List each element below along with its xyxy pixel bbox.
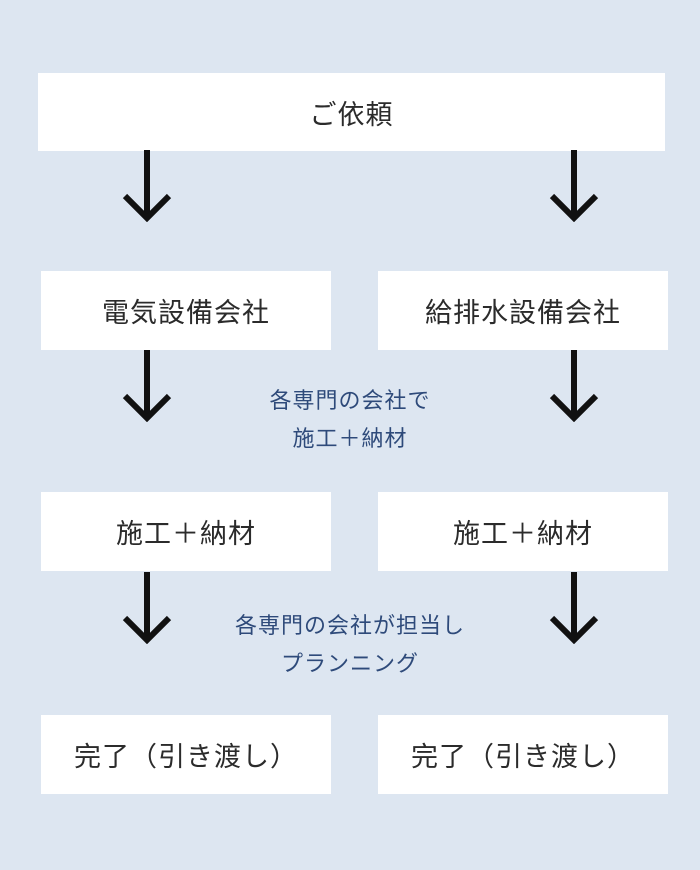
arrow-down-icon	[549, 350, 599, 422]
arrow-down-icon	[122, 150, 172, 222]
planning-note-line-1: 各専門の会社が担当し	[234, 614, 465, 639]
electrical-company-label: 電気設備会社	[102, 298, 270, 329]
planning-note: 各専門の会社が担当し プランニング	[200, 608, 500, 684]
plumbing-done-box: 完了（引き渡し）	[378, 715, 668, 794]
arrow-down-icon	[549, 572, 599, 644]
electrical-done-box: 完了（引き渡し）	[41, 715, 331, 794]
request-box: ご依頼	[38, 73, 665, 151]
request-label: ご依頼	[309, 99, 394, 131]
construction-note-line-2: 施工＋納材	[292, 427, 408, 452]
electrical-company-box: 電気設備会社	[41, 271, 331, 350]
arrow-down-icon	[122, 572, 172, 644]
electrical-done-label: 完了（引き渡し）	[74, 742, 298, 773]
plumbing-company-label: 給排水設備会社	[425, 298, 621, 329]
arrow-down-icon	[549, 150, 599, 222]
planning-note-line-2: プランニング	[280, 652, 419, 677]
plumbing-done-label: 完了（引き渡し）	[411, 742, 635, 773]
construction-note: 各専門の会社で 施工＋納材	[225, 383, 475, 459]
electrical-work-box: 施工＋納材	[41, 492, 331, 571]
electrical-work-label: 施工＋納材	[116, 519, 256, 550]
construction-note-line-1: 各専門の会社で	[269, 389, 431, 414]
plumbing-company-box: 給排水設備会社	[378, 271, 668, 350]
plumbing-work-label: 施工＋納材	[453, 519, 593, 550]
plumbing-work-box: 施工＋納材	[378, 492, 668, 571]
arrow-down-icon	[122, 350, 172, 422]
